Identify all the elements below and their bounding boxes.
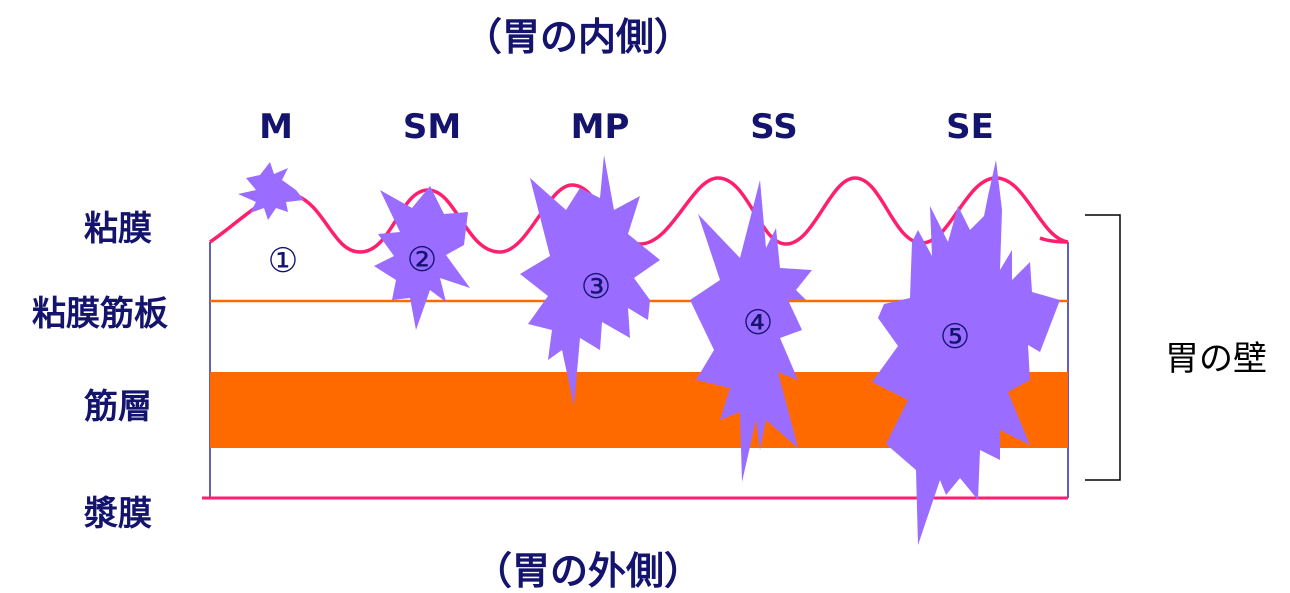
layer-label-serosa: 漿膜: [84, 494, 152, 534]
layer-label-muscle: 筋層: [84, 387, 152, 427]
tumor-mp: [520, 155, 660, 406]
layer-label-muscularis-mucosae: 粘膜筋板: [32, 294, 168, 334]
tumor-m: [238, 162, 304, 220]
number-4: ④: [743, 303, 773, 343]
stage-label-m: M: [259, 107, 293, 147]
stage-label-ss: SS: [750, 107, 797, 147]
number-3: ③: [581, 267, 611, 307]
outside-title: （胃の外側）: [474, 549, 702, 593]
stage-label-se: SE: [946, 107, 994, 147]
stomach-wall-label: 胃の壁: [1165, 339, 1267, 379]
number-2: ②: [407, 240, 437, 280]
tumor-se: [872, 160, 1060, 545]
inside-title: （胃の内側）: [464, 15, 692, 59]
stage-label-mp: MP: [571, 107, 630, 147]
stomach-wall-bracket: [1085, 214, 1121, 481]
mucosa-surface-line: [209, 176, 1069, 254]
tumor-sm: [374, 186, 470, 330]
stage-label-sm: SM: [403, 107, 461, 147]
layer-label-mucosa: 粘膜: [84, 209, 152, 249]
number-1: ①: [268, 241, 298, 281]
number-5: ⑤: [940, 317, 970, 357]
tumor-ss: [690, 180, 812, 482]
